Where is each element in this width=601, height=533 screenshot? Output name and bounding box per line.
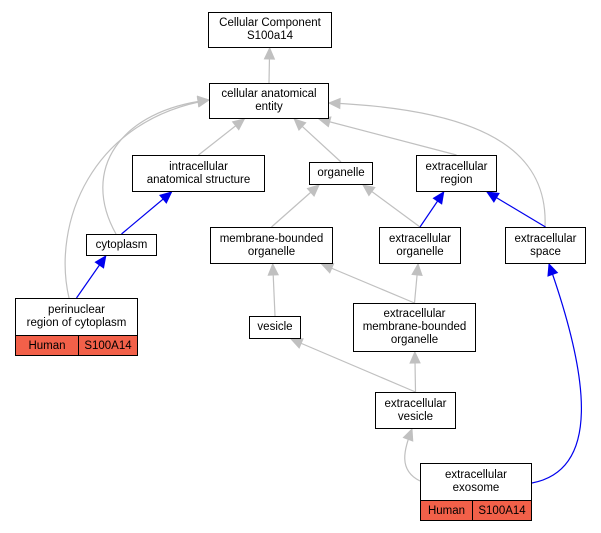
node-extracellular-space[interactable]: extracellular space: [505, 227, 586, 264]
node-extracellular-organelle[interactable]: extracellular organelle: [379, 227, 461, 264]
node-label-line: exosome: [452, 482, 500, 494]
node-label-line: organelle: [247, 245, 296, 258]
edge-ias-to-cae-arrowhead: [231, 118, 246, 131]
node-label-line: anatomical structure: [146, 173, 251, 186]
node-label-line: organelle: [390, 334, 439, 346]
edge-organelle-to-cae-arrowhead: [293, 118, 307, 132]
node-cytoplasm[interactable]: cytoplasm: [86, 234, 157, 256]
node-label-line: membrane-bounded: [219, 232, 324, 245]
edge-ecorg-to-ecregion-arrowhead: [432, 190, 445, 205]
node-organelle[interactable]: organelle: [309, 162, 373, 185]
edge-cae-to-root-arrowhead: [263, 46, 276, 60]
edge-ecmbo-to-ecorg-arrowhead: [411, 262, 423, 276]
edge-vesicle-to-mbo-arrowhead: [267, 262, 279, 276]
node-vesicle[interactable]: vesicle: [249, 316, 301, 339]
node-label-line: perinuclear: [48, 304, 105, 316]
node-label-line: entity: [255, 101, 283, 113]
node-extracellular-vesicle[interactable]: extracellular vesicle: [375, 392, 456, 429]
annotation-perinuclear: Human S100A14: [15, 336, 138, 356]
edge-perinuc-to-cytoplasm-arrowhead: [94, 255, 107, 269]
node-cellular-component-root[interactable]: Cellular Component S100a14: [208, 12, 332, 48]
edge-mbo-to-organelle-arrowhead: [306, 184, 320, 197]
node-label-line: cytoplasm: [95, 238, 148, 251]
edge-ecmbo-to-mbo-arrowhead: [320, 263, 335, 274]
node-label-line: organelle: [396, 245, 444, 258]
node-label-line: S100a14: [246, 30, 294, 42]
node-label-line: vesicle: [397, 410, 434, 423]
edge-exosome-to-ecvesicle-arrowhead: [402, 427, 414, 442]
node-label-line: region of cytoplasm: [26, 317, 127, 329]
node-extracellular-region[interactable]: extracellular region: [416, 155, 497, 192]
gene-cell: S100A14: [77, 336, 137, 355]
node-label-line: extracellular: [445, 469, 507, 481]
gene-cell: S100A14: [472, 501, 531, 520]
edge-cytoplasm-to-ias-arrowhead: [159, 191, 173, 204]
node-label-line: extracellular: [383, 308, 446, 320]
species-cell: Human: [28, 339, 66, 352]
edge-ecmbo-to-mbo: [321, 263, 415, 304]
node-extracellular-exosome[interactable]: extracellular exosome: [420, 463, 532, 501]
node-extracellular-membrane-bounded-organelle[interactable]: extracellular membrane-bounded organelle: [353, 303, 476, 352]
node-label-line: cellular anatomical: [221, 88, 317, 100]
node-label-line: vesicle: [257, 321, 293, 333]
edge-perinuc-to-cae: [64, 99, 210, 299]
species-cell: Human: [427, 504, 466, 517]
edge-exosome-to-ecspace: [531, 263, 582, 484]
node-perinuclear-region-of-cytoplasm[interactable]: perinuclear region of cytoplasm: [15, 298, 138, 336]
edge-perinuc-to-cae-arrowhead: [196, 96, 211, 108]
edge-ecspace-to-cae-arrowhead: [327, 97, 341, 110]
edge-cytoplasm-to-cae: [102, 99, 210, 235]
edge-ecregion-to-cae: [318, 118, 457, 156]
node-cellular-anatomical-entity[interactable]: cellular anatomical entity: [209, 83, 329, 119]
edge-ecvesicle-to-ecmbo-arrowhead: [409, 350, 421, 364]
node-label-line: Cellular Component: [219, 17, 321, 29]
node-label-line: extracellular: [389, 232, 451, 245]
edge-exosome-to-ecspace-arrowhead: [547, 262, 559, 277]
annotation-exosome: Human S100A14: [420, 501, 532, 521]
node-label-line: region: [440, 173, 473, 186]
edge-ecorg-to-organelle-arrowhead: [362, 184, 376, 197]
node-intracellular-anatomical-structure[interactable]: intracellular anatomical structure: [132, 155, 265, 192]
edge-ecspace-to-ecregion-arrowhead: [485, 191, 500, 203]
node-label-line: space: [530, 245, 561, 258]
edge-ecspace-to-cae: [328, 102, 546, 228]
node-label-line: organelle: [317, 167, 365, 179]
node-label-line: extracellular: [514, 232, 577, 245]
edge-ecorg-to-organelle: [362, 184, 421, 228]
edge-ecvesicle-to-vesicle-arrowhead: [289, 338, 304, 349]
edge-ecvesicle-to-vesicle: [290, 338, 416, 393]
node-label-line: intracellular: [169, 160, 228, 173]
node-membrane-bounded-organelle[interactable]: membrane-bounded organelle: [210, 227, 333, 264]
node-label-line: extracellular: [384, 397, 447, 410]
node-label-line: extracellular: [425, 160, 488, 173]
node-label-line: membrane-bounded: [362, 321, 467, 333]
